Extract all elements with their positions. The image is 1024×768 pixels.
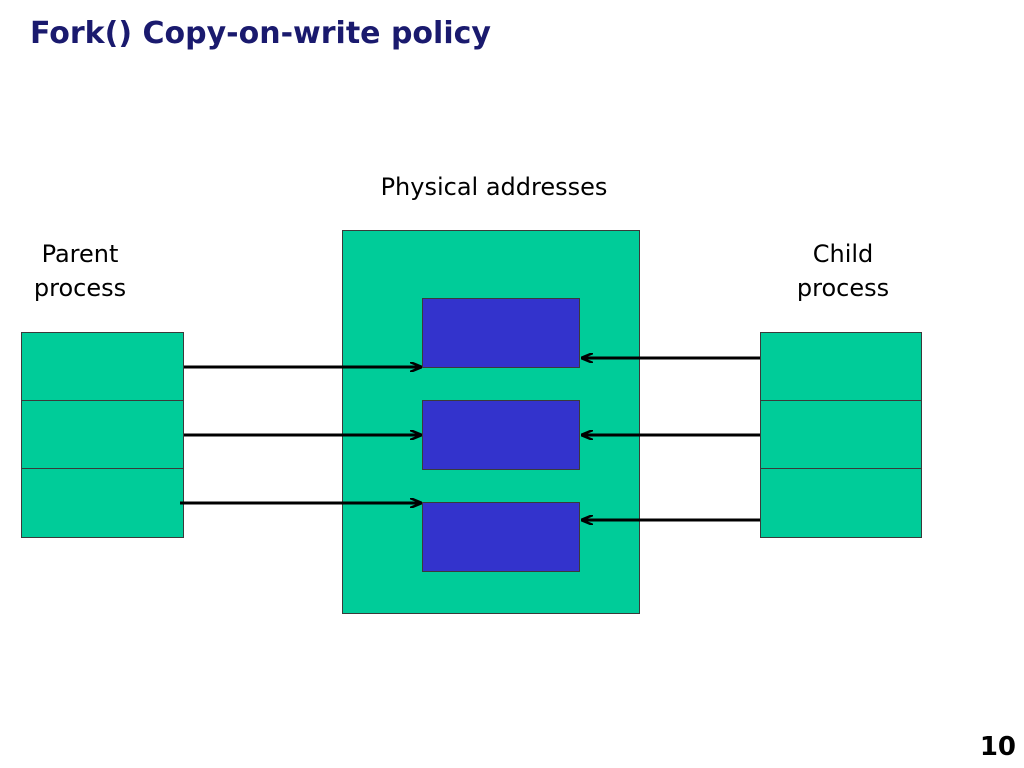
page-number: 10 (979, 732, 1016, 762)
physical-frame-3 (422, 502, 580, 572)
child-page-2 (760, 400, 922, 469)
slide-title: Fork() Copy-on-write policy (30, 16, 491, 51)
parent-process-label: Parent process (20, 237, 140, 305)
parent-label-line2: process (33, 274, 127, 302)
child-label-line1: Child (812, 240, 874, 268)
parent-label-line1: Parent (41, 240, 119, 268)
physical-frame-2 (422, 400, 580, 470)
parent-page-3 (21, 468, 184, 538)
child-page-3 (760, 468, 922, 538)
physical-frame-1 (422, 298, 580, 368)
physical-addresses-label: Physical addresses (380, 173, 608, 201)
child-process-label: Child process (778, 237, 908, 305)
child-label-line2: process (796, 274, 890, 302)
